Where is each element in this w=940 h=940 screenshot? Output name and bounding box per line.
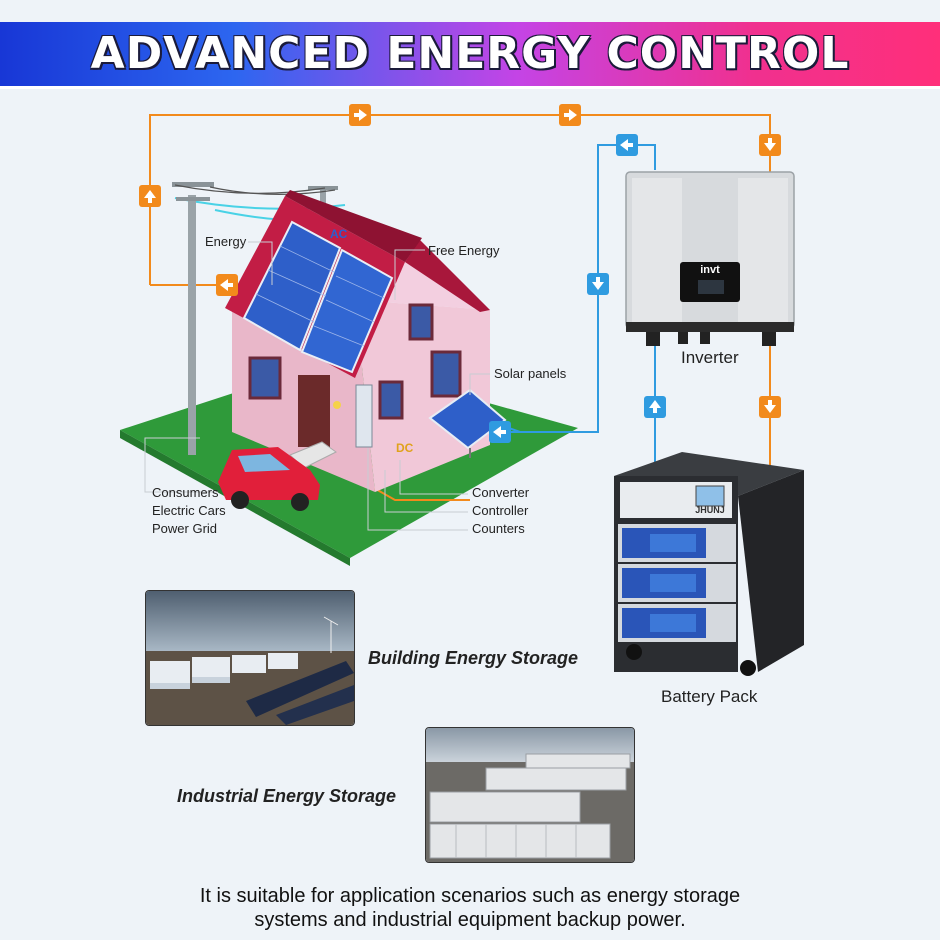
footer-line-2: systems and industrial equipment backup … <box>254 909 686 931</box>
label-free-energy: Free Energy <box>428 243 500 258</box>
label-inverter: Inverter <box>681 348 739 367</box>
inverter-brand: invt <box>700 264 720 276</box>
building-storage-image <box>145 590 355 726</box>
footer-description: It is suitable for application scenarios… <box>70 884 870 932</box>
industrial-storage-caption: Industrial Energy Storage <box>177 786 397 806</box>
label-consumers: Consumers <box>152 485 219 500</box>
roof-solar-panel-right <box>300 248 394 374</box>
ground-solar-panel <box>428 388 507 458</box>
label-counters: Counters <box>472 521 525 536</box>
blue-arrow-boxes <box>489 134 666 443</box>
orange-arrow-boxes <box>139 104 781 418</box>
building-storage-caption: Building Energy Storage <box>368 648 579 668</box>
label-power-grid: Power Grid <box>152 521 218 536</box>
label-dc: DC <box>396 441 414 455</box>
label-solar-panels: Solar panels <box>494 366 567 381</box>
roof-solar-panel-left <box>242 220 342 352</box>
label-energy: Energy <box>205 234 247 249</box>
label-battery-pack: Battery Pack <box>661 687 758 706</box>
label-converter: Converter <box>472 485 530 500</box>
house <box>225 190 490 492</box>
label-controller: Controller <box>472 503 529 518</box>
inverter <box>625 171 795 346</box>
battery-brand: JHUNJ <box>695 505 725 515</box>
battery-pack <box>614 452 804 676</box>
electric-car <box>218 447 320 511</box>
industrial-storage-image <box>425 727 635 863</box>
footer-line-1: It is suitable for application scenarios… <box>199 885 741 907</box>
label-electric-cars: Electric Cars <box>152 503 226 518</box>
page-title: ADVANCED ENERGY CONTROL <box>90 28 850 79</box>
label-ac: AC <box>330 227 348 241</box>
title-banner: ADVANCED ENERGY CONTROL <box>0 22 940 89</box>
